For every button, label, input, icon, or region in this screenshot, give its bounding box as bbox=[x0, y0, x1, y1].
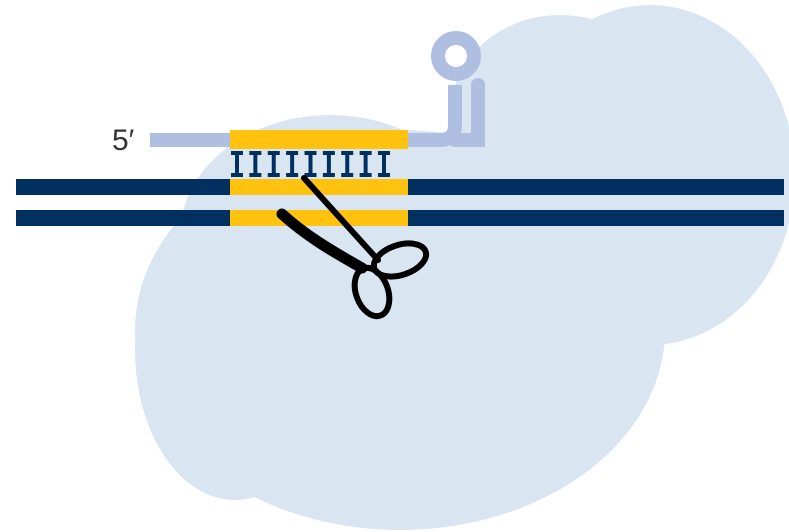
guide-rna-hairpin-loop bbox=[438, 38, 474, 74]
dna-bottom-target-highlight bbox=[230, 210, 408, 226]
cas9-protein-blob bbox=[135, 5, 789, 530]
base-pairs bbox=[231, 151, 390, 177]
guide-target-highlight bbox=[230, 130, 408, 149]
five-prime-label: 5′ bbox=[112, 124, 135, 157]
